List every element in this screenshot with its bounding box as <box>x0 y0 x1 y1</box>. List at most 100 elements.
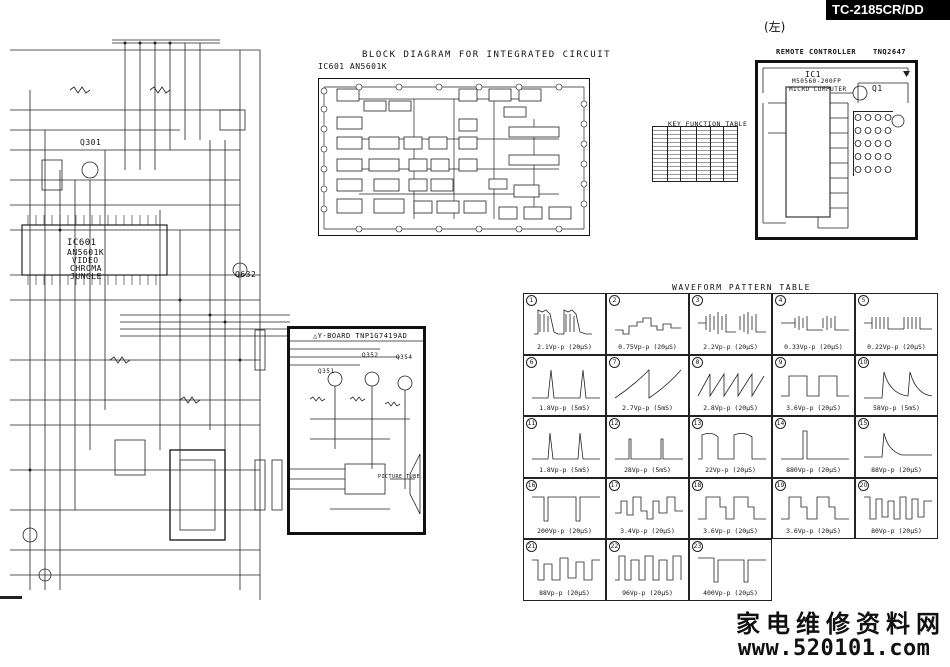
remote-title: REMOTE CONTROLLER <box>776 48 857 56</box>
y-board-title: △Y-BOARD TNP1G7419AD <box>313 332 408 340</box>
ic601-func-chroma: CHROMA <box>70 264 102 273</box>
ic601-func-video: VIDEO <box>72 256 99 265</box>
waveform-number: 2 <box>609 295 620 306</box>
waveform-cell-10: 10 58Vp-p (5mS) <box>855 354 938 417</box>
waveform-trace <box>534 309 592 335</box>
waveform-number: 21 <box>526 541 537 553</box>
waveform-number: 12 <box>609 418 620 430</box>
block-diagram-wiring <box>320 83 588 233</box>
waveform-value: 2.8Vp-p (20μS) <box>703 404 758 413</box>
q301-label: Q301 <box>80 138 102 147</box>
remote-schematic <box>762 67 910 229</box>
remote-key-matrix <box>853 111 893 176</box>
waveform-number: 4 <box>775 295 786 306</box>
waveform-cell-14: 14 880Vp-p (20μS) <box>772 416 855 478</box>
waveform-trace <box>781 316 849 331</box>
waveform-cell-23: 23 400Vp-p (20μS) <box>689 539 772 601</box>
remote-ic-part: M50560-200FP <box>792 78 842 85</box>
waveform-value: 80Vp-p (20μS) <box>871 527 922 536</box>
remote-ic-type: MICRO COMPUTER <box>789 86 847 93</box>
waveform-number: 20 <box>858 479 869 491</box>
waveform-value: 88Vp-p (20μS) <box>539 588 590 597</box>
waveform-cell-8: 8 2.8Vp-p (20μS) <box>689 354 772 417</box>
model-title: TC-2185CR/DD <box>826 0 950 20</box>
waveform-number: 1 <box>526 295 537 306</box>
waveform-number: 14 <box>775 418 786 430</box>
waveform-trace <box>532 557 600 581</box>
waveform-value: 3.4Vp-p (20μS) <box>620 527 675 536</box>
waveform-table: 1 2.1Vp-p (20μS) 2 0.75Vp-p (20μS) 3 2.2… <box>523 293 938 601</box>
waveform-cell-empty-2 <box>855 539 938 601</box>
waveform-value: 0.22Vp-p (20μS) <box>867 342 926 351</box>
waveform-cell-20: 20 80Vp-p (20μS) <box>855 477 938 540</box>
waveform-value: 880Vp-p (20μS) <box>786 465 841 474</box>
waveform-cell-18: 18 3.6Vp-p (20μS) <box>689 477 772 540</box>
waveform-cell-11: 11 1.8Vp-p (5mS) <box>523 416 606 478</box>
waveform-cell-13: 13 22Vp-p (20μS) <box>689 416 772 478</box>
waveform-value: 2.2Vp-p (20μS) <box>703 342 758 351</box>
waveform-value: 3.6Vp-p (20μS) <box>703 527 758 536</box>
waveform-trace <box>698 312 766 334</box>
block-diagram-ic-label: IC601 AN5601K <box>318 62 388 71</box>
waveform-number: 11 <box>526 418 537 430</box>
waveform-value: 58Vp-p (5mS) <box>873 404 920 413</box>
waveform-number: 18 <box>692 479 703 491</box>
waveform-cell-17: 17 3.4Vp-p (20μS) <box>606 477 689 540</box>
waveform-trace <box>532 369 600 398</box>
q351-label: Q351 <box>318 368 335 375</box>
waveform-number: 8 <box>692 356 703 368</box>
waveform-number: 10 <box>858 356 869 368</box>
waveform-trace <box>698 433 766 460</box>
waveform-cell-19: 19 3.6Vp-p (20μS) <box>772 477 855 540</box>
waveform-trace <box>781 496 849 520</box>
waveform-trace <box>864 371 933 398</box>
waveform-cell-3: 3 2.2Vp-p (20μS) <box>689 293 772 355</box>
waveform-value: 200Vp-p (20μS) <box>537 527 592 536</box>
waveform-trace <box>615 438 683 460</box>
y-board-frame <box>287 326 426 535</box>
waveform-value: 88Vp-p (20μS) <box>871 465 922 474</box>
waveform-number: 19 <box>775 479 786 491</box>
waveform-value: 0.75Vp-p (20μS) <box>618 342 677 351</box>
waveform-trace <box>698 557 766 583</box>
remote-ic-label: IC1 <box>805 70 821 79</box>
waveform-value: 3.6Vp-p (20μS) <box>786 404 841 413</box>
q632-label: Q632 <box>235 270 257 279</box>
waveform-number: 23 <box>692 541 703 553</box>
waveform-value: 3.6Vp-p (20μS) <box>786 527 841 536</box>
waveform-value: 96Vp-p (20μS) <box>622 588 673 597</box>
waveform-trace <box>697 372 765 398</box>
waveform-value: 2.1Vp-p (20μS) <box>537 342 592 351</box>
waveform-number: 3 <box>692 295 703 306</box>
side-mark: (左) <box>764 20 786 34</box>
waveform-cell-5: 5 0.22Vp-p (20μS) <box>855 293 938 355</box>
waveform-cell-2: 2 0.75Vp-p (20μS) <box>606 293 689 355</box>
picture-tube-label: PICTURE TUBE <box>378 474 421 480</box>
waveform-cell-16: 16 200Vp-p (20μS) <box>523 477 606 540</box>
waveform-number: 22 <box>609 541 620 553</box>
waveform-cell-6: 6 1.8Vp-p (5mS) <box>523 354 606 417</box>
waveform-cell-1: 1 2.1Vp-p (20μS) <box>523 293 606 355</box>
waveform-trace <box>781 430 849 460</box>
main-schematic <box>0 39 290 600</box>
waveform-trace <box>864 433 932 458</box>
waveform-cell-21: 21 88Vp-p (20μS) <box>523 539 606 601</box>
waveform-value: 2.7Vp-p (5mS) <box>622 404 673 413</box>
waveform-trace <box>781 375 849 396</box>
waveform-number: 16 <box>526 479 537 491</box>
remote-part: TNQ2647 <box>873 48 907 56</box>
block-diagram-frame <box>318 78 590 236</box>
site-name-watermark: 家电维修资料网 <box>736 609 946 638</box>
waveform-value: 1.8Vp-p (5mS) <box>539 404 590 413</box>
waveform-cell-4: 4 0.33Vp-p (20μS) <box>772 293 855 355</box>
waveform-value: 0.33Vp-p (20μS) <box>784 342 843 351</box>
ic601-label: IC601 <box>67 238 97 248</box>
waveform-number: 13 <box>692 418 703 430</box>
q352-label: Q352 <box>362 352 379 359</box>
ic601-func-jungle: JUNGLE <box>70 272 102 281</box>
waveform-table-title: WAVEFORM PATTERN TABLE <box>672 283 811 292</box>
key-table-title: KEY FUNCTION TABLE <box>668 120 748 128</box>
remote-frame <box>755 60 918 240</box>
waveform-trace <box>614 368 682 399</box>
waveform-trace <box>864 496 932 520</box>
